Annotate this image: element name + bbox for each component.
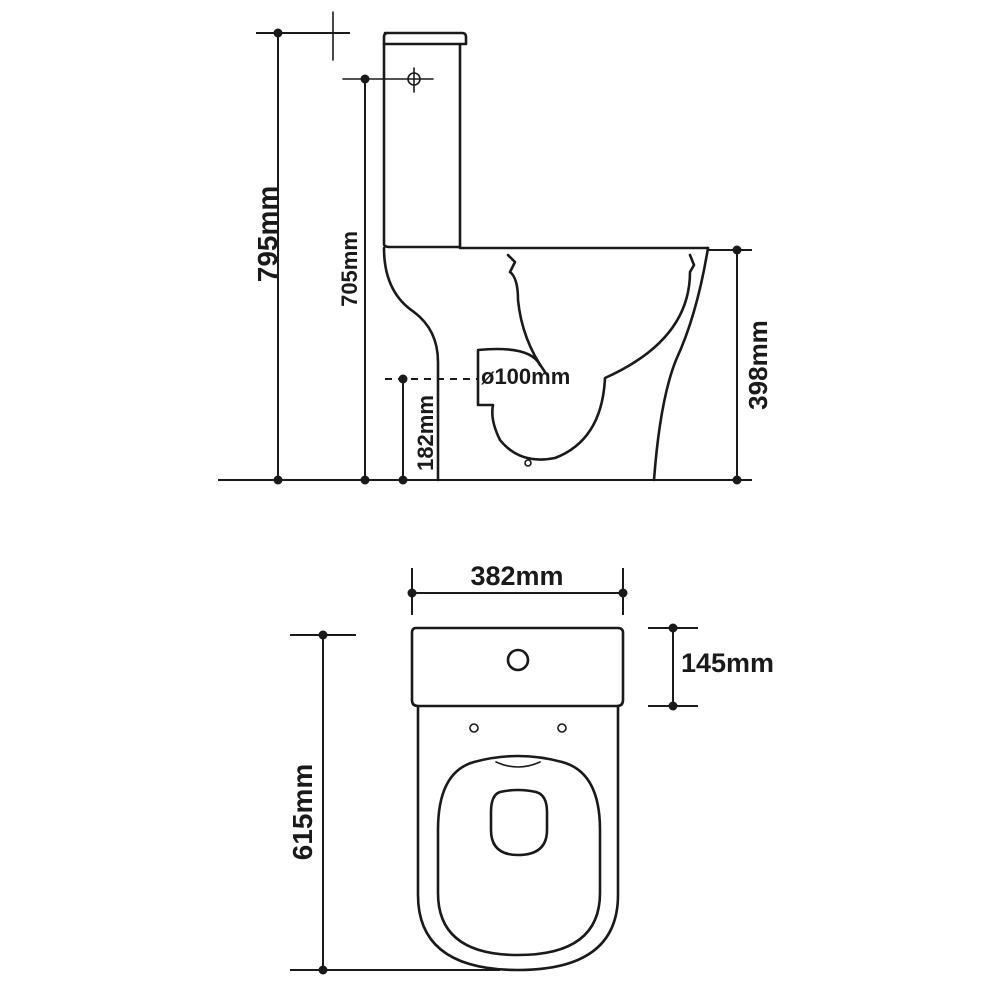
label-398mm: 398mm <box>743 320 773 410</box>
dim-depth <box>290 630 500 975</box>
label-615mm: 615mm <box>287 764 318 861</box>
label-705mm: 705mm <box>337 231 362 307</box>
dim-overall-height <box>256 11 350 485</box>
dim-width <box>407 568 628 615</box>
side-view: 795mm 705mm 182mm 398mm ø100mm <box>218 11 773 485</box>
label-795mm: 795mm <box>252 186 283 283</box>
seat-hole-left <box>469 723 479 733</box>
dim-cistern-depth <box>648 623 698 711</box>
seat-hole-right <box>557 723 567 733</box>
top-view: 382mm 145mm 615mm <box>287 561 774 975</box>
flush-button <box>506 648 530 672</box>
bowl-inner <box>506 253 547 374</box>
cistern-side <box>342 31 468 249</box>
seat-outline <box>436 754 602 957</box>
cistern-top <box>410 626 625 708</box>
pan-outer-profile <box>382 246 440 482</box>
label-182mm: 182mm <box>413 395 438 471</box>
dim-outlet-height <box>398 374 408 485</box>
dim-inlet-height <box>360 74 370 485</box>
bowl-opening <box>489 788 549 857</box>
dim-pan-height <box>708 245 752 485</box>
drain-dot <box>524 459 532 467</box>
label-outlet-diameter: ø100mm <box>481 364 570 389</box>
label-382mm: 382mm <box>470 561 563 591</box>
label-145mm: 145mm <box>681 648 774 678</box>
bowl-outline-top <box>416 704 620 972</box>
